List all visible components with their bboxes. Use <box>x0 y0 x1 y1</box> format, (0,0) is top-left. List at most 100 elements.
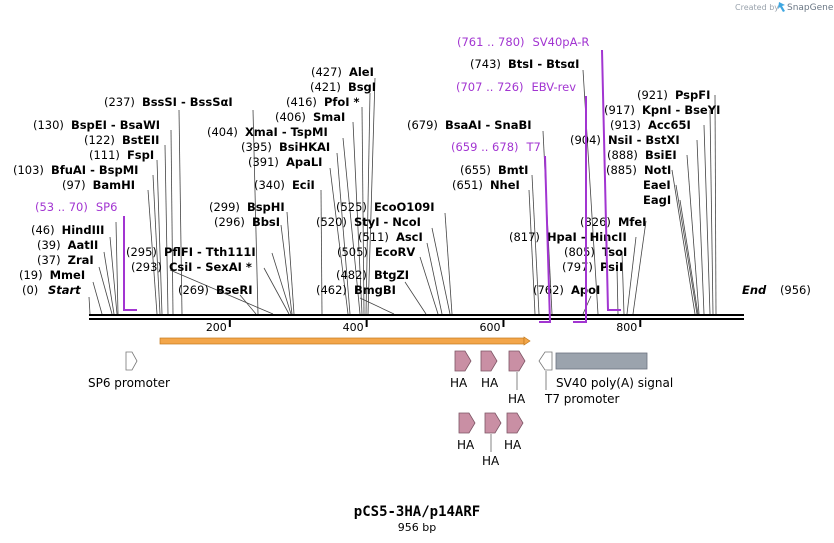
site-name: BsiHKAI <box>279 140 330 154</box>
feature-sp6-promoter[interactable]: SP6 promoter <box>88 351 170 390</box>
site-position: (237) <box>104 95 135 109</box>
primer-ebv-rev[interactable]: (707 .. 726)EBV-rev <box>456 80 587 323</box>
tick-label: 800 <box>616 321 637 334</box>
site-label-pfoi[interactable]: (416) PfoI * <box>286 95 360 109</box>
site-name: PfoI * <box>324 95 360 109</box>
site-name: EaeI <box>643 178 671 192</box>
tag-arrow-icon <box>480 350 498 372</box>
site-label-kpni[interactable]: (917)KpnI - BseYI <box>604 103 720 117</box>
site-position: (19) <box>19 268 43 282</box>
site-label-nhei[interactable]: (651)NheI <box>452 178 520 192</box>
site-name: BamHI <box>93 178 135 192</box>
site-label-psii[interactable]: (797)PsiI <box>562 260 623 274</box>
site-label-tsoi[interactable]: (805)TsoI <box>564 245 627 259</box>
site-label-styi[interactable]: (520)StyI - NcoI <box>316 215 421 229</box>
site-label-bbsi[interactable]: (296)BbsI <box>214 215 280 229</box>
site-label-acc65i[interactable]: (913)Acc65I <box>610 118 691 132</box>
site-label-bmgbi[interactable]: (462)BmgBI <box>316 283 396 297</box>
feature-ha-6[interactable]: HA <box>504 412 524 452</box>
site-label-bsiei[interactable]: (888)BsiEI <box>607 148 677 162</box>
site-name: CsiI - SexAI * <box>169 260 252 274</box>
site-label-bsteii[interactable]: (122)BstEII <box>84 133 159 147</box>
site-name: ApaLI <box>286 155 323 169</box>
site-name: BsiEI <box>645 148 677 162</box>
site-position: (525) <box>336 200 367 214</box>
feature-sv40-polya[interactable]: SV40 poly(A) signal <box>555 352 673 390</box>
site-name: BtgZI <box>374 268 409 282</box>
site-label-ecii[interactable]: (340)EciI <box>254 178 315 192</box>
site-label-bsgi[interactable]: (421)BsgI <box>310 80 376 94</box>
site-position: (269) <box>178 283 209 297</box>
site-label-ecoo109i[interactable]: (525)EcoO109I <box>336 200 435 214</box>
site-position: (817) <box>509 230 540 244</box>
site-label-csii[interactable]: (293)CsiI - SexAI * <box>131 260 252 274</box>
site-label-bspei[interactable]: (130)BspEI - BsaWI <box>33 118 160 132</box>
site-name: BfuAI - BspMI <box>51 163 138 177</box>
dna-backbone <box>89 314 744 320</box>
site-label-fspi[interactable]: (111)FspI <box>89 148 154 162</box>
site-name: AleI <box>349 65 374 79</box>
site-label-smai[interactable]: (406) SmaI <box>275 110 345 124</box>
site-label-aatii[interactable]: (39)AatII <box>37 238 98 252</box>
site-label-asci[interactable]: (511)AscI <box>358 230 423 244</box>
site-name: BssSI - BssSαI <box>142 95 233 109</box>
site-label-bfuai[interactable]: (103)BfuAI - BspMI <box>13 163 138 177</box>
snapgene-credit[interactable]: Created by SnapGene <box>735 2 834 13</box>
site-label-hindiii[interactable]: (46)HindIII <box>31 223 104 237</box>
site-name: KpnI - BseYI <box>642 103 720 117</box>
primer-t7[interactable]: (659 .. 678)T7 <box>451 140 552 323</box>
site-label-mmei[interactable]: (19)MmeI <box>19 268 85 282</box>
feature-ha-5[interactable]: HA <box>482 412 502 468</box>
site-label-pspfi[interactable]: (921)PspFI <box>637 88 710 102</box>
site-label-alei[interactable]: (427)AleI <box>311 65 374 79</box>
primer-sv40pa-r[interactable]: (761 .. 780)SV40pA-R <box>457 35 621 311</box>
site-label-bmti[interactable]: (655)BmtI <box>460 163 528 177</box>
site-label-noti[interactable]: (885)NotI <box>606 163 671 177</box>
site-label-pflfi[interactable]: (295)PflFI - Tth111I <box>126 245 256 259</box>
feature-ha-1[interactable]: HA <box>450 350 472 390</box>
tick-label: 600 <box>479 321 500 334</box>
site-position: (97) <box>62 178 86 192</box>
site-name: BstEII <box>122 133 160 147</box>
site-name: SmaI <box>313 110 345 124</box>
site-position: (406) <box>275 110 306 124</box>
start-marker: (0) Start <box>22 283 81 297</box>
site-label-zrai[interactable]: (37)ZraI <box>37 253 94 267</box>
feature-ha-4[interactable]: HA <box>457 412 476 452</box>
site-label-ecorv[interactable]: (505)EcoRV <box>337 245 415 259</box>
site-position: (805) <box>564 245 595 259</box>
site-position: (921) <box>637 88 668 102</box>
site-label-bamhi[interactable]: (97) BamHI <box>62 178 135 192</box>
site-name: EagI <box>643 193 671 207</box>
site-position: (913) <box>610 118 641 132</box>
site-label-mfei[interactable]: (826)MfeI <box>580 215 646 229</box>
feature-label: HA <box>504 438 522 452</box>
site-label-bsaai[interactable]: (679)BsaAI - SnaBI <box>407 118 532 132</box>
feature-ha-2[interactable]: HA <box>480 350 499 390</box>
site-label-bsssi[interactable]: (237) BssSI - BssSαI <box>104 95 233 109</box>
site-label-btsi[interactable]: (743)BtsI - BtsαI <box>470 57 579 71</box>
site-label-bseri[interactable]: (269)BseRI <box>178 283 252 297</box>
site-label-btgzi[interactable]: (482)BtgZI <box>336 268 409 282</box>
orf-arrow[interactable] <box>159 336 531 346</box>
site-label-eaei[interactable]: EaeI <box>643 178 671 192</box>
site-name: AscI <box>396 230 423 244</box>
site-label-eagi[interactable]: EagI <box>643 193 671 207</box>
site-position: (416) <box>286 95 317 109</box>
site-label-hpai[interactable]: (817)HpaI - HincII <box>509 230 627 244</box>
primer-sp6[interactable]: (53 .. 70)SP6 <box>35 200 137 311</box>
site-name: StyI - NcoI <box>354 215 421 229</box>
site-label-xmai[interactable]: (404)XmaI - TspMI <box>207 125 328 139</box>
site-label-bsihkai[interactable]: (395)BsiHKAI <box>241 140 330 154</box>
site-name: FspI <box>127 148 154 162</box>
site-label-apoi[interactable]: (762)ApoI <box>533 283 600 297</box>
site-label-apali[interactable]: (391)ApaLI <box>248 155 322 169</box>
feature-t7-promoter[interactable]: T7 promoter <box>538 351 620 406</box>
site-label-bsphi[interactable]: (299)BspHI <box>209 200 285 214</box>
feature-label: HA <box>482 454 500 468</box>
primer-label-ebv-rev: (707 .. 726)EBV-rev <box>456 80 576 94</box>
site-position: (299) <box>209 200 240 214</box>
tick-label: 400 <box>343 321 364 334</box>
feature-ha-3[interactable]: HA <box>508 350 526 406</box>
map-title: pCS5-3HA/p14ARF <box>354 504 480 520</box>
